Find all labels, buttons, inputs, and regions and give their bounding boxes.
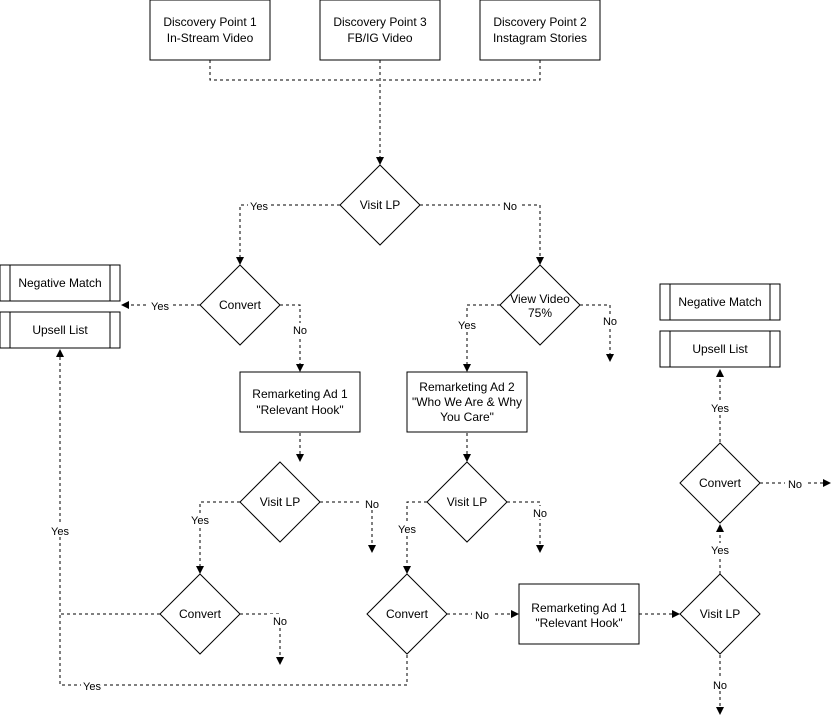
svg-text:Convert: Convert xyxy=(219,298,262,312)
edge-dp1-merge xyxy=(209,60,380,81)
remarketing-ad-2-box: Remarketing Ad 2 "Who We Are & Why You C… xyxy=(406,371,528,433)
svg-text:Discovery Point 1: Discovery Point 1 xyxy=(163,15,257,29)
edge-labels: Yes No Yes No Yes No Yes No Yes No Yes N… xyxy=(49,199,805,693)
negative-match-left-box: Negative Match xyxy=(0,264,121,302)
svg-text:Convert: Convert xyxy=(179,607,222,621)
svg-text:Upsell List: Upsell List xyxy=(692,342,748,356)
svg-text:"Who We Are & Why: "Who We Are & Why xyxy=(412,395,522,409)
label-yes-visitlp-top: Yes xyxy=(250,201,268,213)
svg-text:Discovery Point 3: Discovery Point 3 xyxy=(333,15,427,29)
label-no-visitlp-ml: No xyxy=(365,499,379,511)
label-yes-visitlp-mr: Yes xyxy=(398,524,416,536)
visit-lp-mid-right-diamond: Visit LP xyxy=(426,461,508,543)
svg-text:Visit LP: Visit LP xyxy=(360,198,400,212)
visit-lp-mid-left-diamond: Visit LP xyxy=(239,461,321,543)
svg-text:Visit LP: Visit LP xyxy=(260,495,300,509)
remarketing-ad-1-bottom-box: Remarketing Ad 1 "Relevant Hook" xyxy=(518,583,640,645)
svg-text:Discovery Point 2: Discovery Point 2 xyxy=(493,15,587,29)
label-yes-convert-r: Yes xyxy=(711,403,729,415)
edge-visitlp-ml-yes xyxy=(196,501,240,574)
edge-convert-bl-yes-lists xyxy=(56,349,160,615)
svg-text:Instagram Stories: Instagram Stories xyxy=(493,31,587,45)
svg-text:Negative Match: Negative Match xyxy=(678,295,761,309)
label-yes-left-loop: Yes xyxy=(51,526,69,538)
svg-text:Visit LP: Visit LP xyxy=(447,495,487,509)
edge-visitlp-no-viewvideo xyxy=(420,204,544,265)
negative-match-right-box: Negative Match xyxy=(659,283,781,321)
svg-text:Remarketing Ad 2: Remarketing Ad 2 xyxy=(419,380,515,394)
label-no-convert-r: No xyxy=(788,479,802,491)
label-yes-visitlp-ml: Yes xyxy=(191,515,209,527)
edge-viewvideo-no xyxy=(580,304,614,362)
edge-visitlp-yes-convert xyxy=(236,204,340,265)
svg-text:Upsell List: Upsell List xyxy=(32,323,88,337)
edge-visitlp-ml-no xyxy=(320,501,376,553)
upsell-list-left-box: Upsell List xyxy=(0,311,121,349)
svg-text:View Video: View Video xyxy=(510,292,570,306)
convert-left-diamond: Convert xyxy=(199,264,281,346)
view-video-diamond: View Video 75% xyxy=(499,264,581,346)
edge-dp2-merge xyxy=(380,60,541,81)
visit-lp-top-diamond: Visit LP xyxy=(339,164,421,246)
edge-visitlp-mr-yes xyxy=(403,501,427,574)
convert-bottom-left-diamond: Convert xyxy=(159,573,241,655)
convert-bottom-mid-diamond: Convert xyxy=(366,573,448,655)
edge-convert-no-remarketing1 xyxy=(280,304,304,372)
svg-text:Convert: Convert xyxy=(386,607,429,621)
svg-text:Remarketing Ad 1: Remarketing Ad 1 xyxy=(531,601,627,615)
edges xyxy=(56,60,831,715)
label-no-view-video: No xyxy=(603,316,617,328)
label-yes-view-video: Yes xyxy=(458,320,476,332)
label-no-convert-bm: No xyxy=(475,610,489,622)
edge-convert-bl-no xyxy=(240,613,284,665)
label-yes-convert-left: Yes xyxy=(151,301,169,313)
svg-text:Negative Match: Negative Match xyxy=(18,276,101,290)
svg-text:Visit LP: Visit LP xyxy=(700,607,740,621)
svg-text:"Relevant Hook": "Relevant Hook" xyxy=(535,616,622,630)
discovery-point-1-box: Discovery Point 1 In-Stream Video xyxy=(149,0,271,61)
upsell-list-right-box: Upsell List xyxy=(659,330,781,368)
svg-text:In-Stream Video: In-Stream Video xyxy=(167,31,254,45)
label-no-visitlp-top: No xyxy=(503,201,517,213)
discovery-point-3-box: Discovery Point 3 FB/IG Video xyxy=(319,0,441,61)
convert-right-diamond: Convert xyxy=(679,442,761,524)
edge-viewvideo-yes-remarketing2 xyxy=(463,304,500,372)
edge-visitlp-mr-no xyxy=(507,501,544,553)
svg-text:FB/IG Video: FB/IG Video xyxy=(347,31,412,45)
svg-text:Remarketing Ad 1: Remarketing Ad 1 xyxy=(252,387,348,401)
label-yes-visitlp-r: Yes xyxy=(711,545,729,557)
label-no-convert-left: No xyxy=(293,325,307,337)
nodes: Discovery Point 1 In-Stream Video Discov… xyxy=(0,0,781,655)
svg-text:Convert: Convert xyxy=(699,476,742,490)
remarketing-ad-1-box: Remarketing Ad 1 "Relevant Hook" xyxy=(239,371,361,433)
visit-lp-right-diamond: Visit LP xyxy=(679,573,761,655)
label-no-visitlp-r: No xyxy=(713,680,727,692)
label-no-visitlp-mr: No xyxy=(533,508,547,520)
svg-text:75%: 75% xyxy=(528,306,552,320)
label-no-convert-bl: No xyxy=(273,616,287,628)
discovery-point-2-box: Discovery Point 2 Instagram Stories xyxy=(479,0,601,61)
svg-text:You Care": You Care" xyxy=(440,410,494,424)
edge-convert-bm-yes-lists xyxy=(59,614,408,686)
svg-text:"Relevant Hook": "Relevant Hook" xyxy=(256,403,343,417)
label-yes-bottom-loop: Yes xyxy=(83,681,101,693)
